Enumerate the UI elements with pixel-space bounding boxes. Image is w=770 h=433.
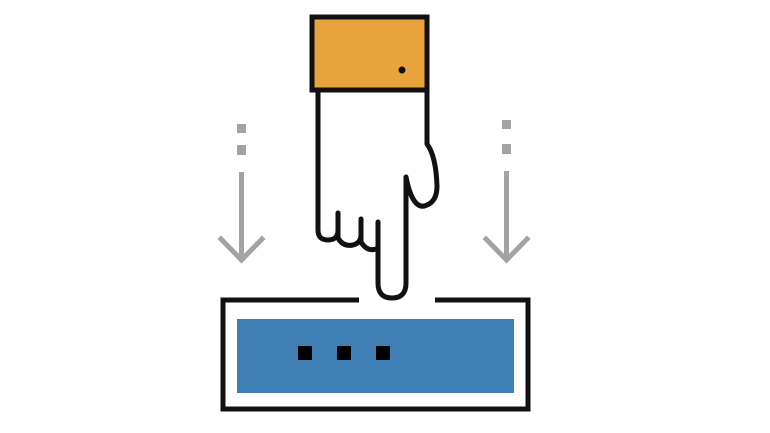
right-arrow-head (482, 235, 531, 264)
left-arrow-dash-2 (237, 145, 246, 155)
masked-dot (337, 346, 351, 360)
right-arrow-shaft (504, 171, 509, 258)
field-frame (220, 297, 531, 412)
password-field-icon (220, 297, 531, 412)
hand-outline (315, 90, 440, 301)
right-arrow-dash-2 (502, 144, 511, 154)
right-arrow-dash-1 (502, 120, 511, 129)
left-arrow-head (217, 235, 266, 264)
sleeve-cuff (309, 14, 430, 93)
masked-dot (376, 346, 390, 360)
right-down-arrow-icon (482, 120, 531, 264)
left-arrow-shaft (239, 172, 244, 258)
left-arrow-dash-1 (237, 124, 246, 133)
masked-dots (298, 346, 390, 360)
pointing-hand-icon (309, 14, 440, 301)
field-fill (237, 319, 514, 393)
left-down-arrow-icon (217, 124, 266, 264)
masked-dot (298, 346, 312, 360)
cuff-button (398, 66, 406, 74)
